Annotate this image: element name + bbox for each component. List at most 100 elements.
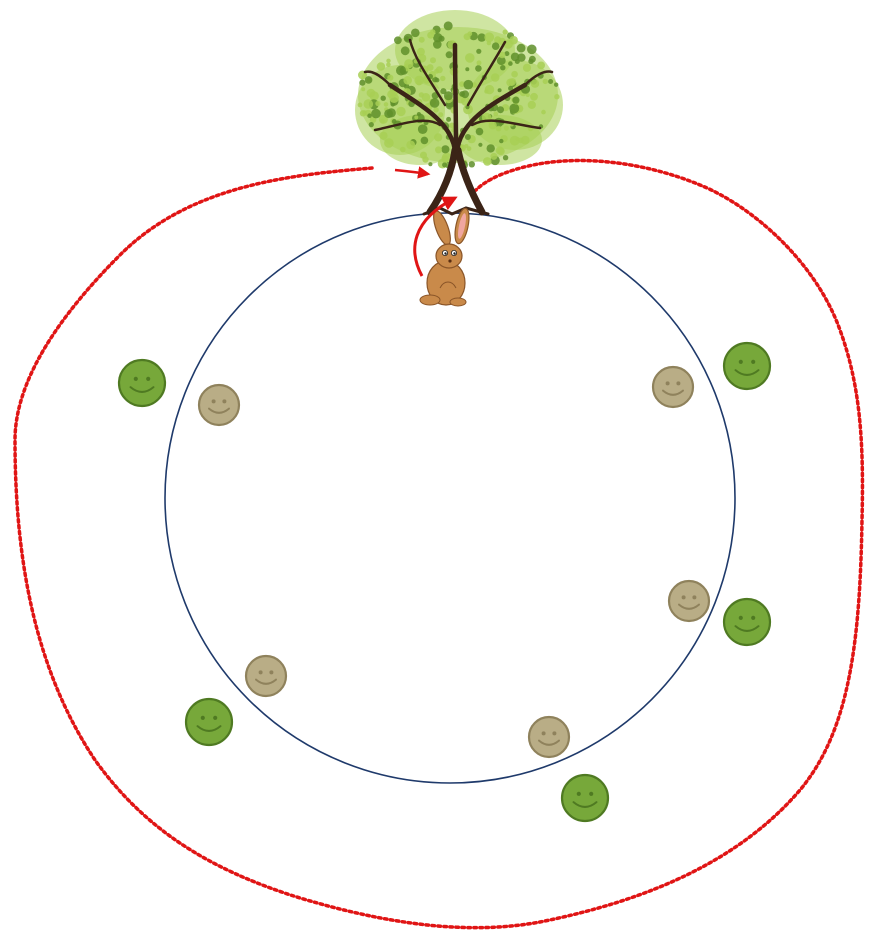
tree-leaf xyxy=(542,78,548,85)
tree-leaf xyxy=(368,122,374,128)
tree-leaf xyxy=(503,125,509,131)
tree-leaf xyxy=(477,33,486,42)
face-eye xyxy=(681,595,686,600)
tree-leaf xyxy=(528,58,534,64)
tree-leaf xyxy=(554,82,559,87)
tree-leaf xyxy=(440,88,447,95)
tree-leaf xyxy=(396,106,406,117)
tree-leaf xyxy=(548,79,554,84)
tree-leaf xyxy=(386,62,391,68)
tree-leaf xyxy=(464,134,471,140)
face-eye xyxy=(676,381,681,386)
tree-leaf xyxy=(362,110,367,115)
face-smile xyxy=(196,725,222,732)
tree-leaf xyxy=(464,144,469,148)
tree-leaf xyxy=(449,122,455,129)
tree-leaf xyxy=(530,79,540,88)
tree-leaf xyxy=(512,96,520,104)
tree-leaf xyxy=(476,60,482,66)
face-eye xyxy=(738,359,743,364)
tree-leaf xyxy=(440,75,446,82)
tree-leaf xyxy=(441,145,450,154)
tree-leaf xyxy=(459,81,465,87)
tree-leaf xyxy=(420,151,427,159)
tree-leaf xyxy=(463,79,474,90)
tree-leaf xyxy=(433,33,443,43)
tree-branch xyxy=(426,146,459,216)
face-eye xyxy=(541,731,546,736)
tree-leaf xyxy=(484,32,495,43)
rabbit-foot xyxy=(419,294,441,306)
tree-leaf xyxy=(387,74,394,81)
rabbit-head xyxy=(435,243,463,269)
tree-leaf xyxy=(527,100,536,109)
tree-branch xyxy=(454,82,528,153)
tree-leaf xyxy=(554,94,560,100)
face-eye xyxy=(146,376,151,381)
face-eye xyxy=(211,399,216,404)
face-circle xyxy=(651,365,695,409)
tree-leaf xyxy=(359,79,366,86)
tree-leaf xyxy=(429,98,440,108)
tree-leaf xyxy=(502,155,509,161)
face-eye xyxy=(552,731,557,736)
tree-leaf xyxy=(517,53,526,62)
tree-leaf xyxy=(380,95,386,101)
tree-leaf xyxy=(414,115,419,120)
tree-leaf xyxy=(495,146,504,155)
face-smile xyxy=(572,801,598,808)
smiley-tan-icon xyxy=(244,654,288,698)
tree-icon xyxy=(355,10,563,216)
rabbit-to-tree-arrow xyxy=(413,196,458,277)
smiley-green-icon xyxy=(117,358,167,408)
tree-leaf xyxy=(389,93,399,103)
smiley-green-icon xyxy=(184,697,234,747)
tree-leaf xyxy=(491,42,500,50)
tree-leaf xyxy=(465,67,470,72)
smiley-green-icon xyxy=(560,773,610,823)
face-circle xyxy=(722,597,772,647)
face-circle xyxy=(184,697,234,747)
tree-leaf xyxy=(522,63,532,72)
rabbit-nose xyxy=(448,259,452,263)
tree-leaf xyxy=(509,135,520,146)
tree-leaf xyxy=(371,108,381,119)
tree-leaf xyxy=(430,57,436,64)
tree-leaf xyxy=(443,21,453,31)
face-smile xyxy=(678,603,700,610)
tree-leaf xyxy=(404,36,410,42)
tree-leaf xyxy=(486,144,495,153)
tree-leaf xyxy=(461,90,469,99)
face-smile xyxy=(734,369,760,376)
rabbit-ear-inner xyxy=(458,213,466,239)
tree-leaf xyxy=(427,31,435,39)
tree-leaf xyxy=(433,107,439,113)
tree-leaf xyxy=(508,85,514,91)
tree-leaf xyxy=(426,64,434,71)
face-eye xyxy=(692,595,697,600)
tree-leaf xyxy=(400,146,406,153)
tree-leaf xyxy=(520,135,530,145)
tree-leaf xyxy=(375,100,381,107)
tree-leaf xyxy=(496,56,506,66)
tree-leaf xyxy=(541,109,546,115)
smiley-green-icon xyxy=(722,341,772,391)
tree-leaf xyxy=(414,75,425,86)
tree-leaf xyxy=(416,47,425,56)
tree-leaf xyxy=(366,88,376,98)
face-smile xyxy=(662,389,684,396)
tree-leaf xyxy=(446,116,452,122)
tree-leaf xyxy=(497,106,504,114)
tree-leaf xyxy=(403,76,413,85)
rabbit-pupil xyxy=(453,252,456,255)
tree-leaf xyxy=(361,87,366,92)
tree-leaf xyxy=(468,161,475,168)
tree-leaf xyxy=(500,65,506,71)
outer-dotted-boundary xyxy=(13,158,865,930)
tree-leaf xyxy=(376,62,386,71)
face-circle xyxy=(722,341,772,391)
face-eye xyxy=(258,670,263,675)
tree-leaf xyxy=(502,29,508,35)
tree-leaf xyxy=(504,51,510,57)
